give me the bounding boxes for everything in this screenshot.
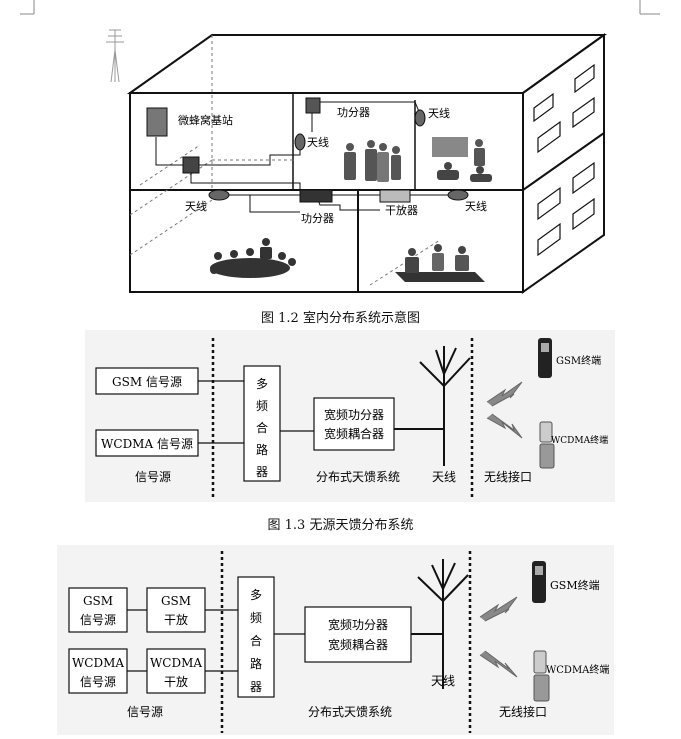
combiner-char: 器 xyxy=(250,680,262,694)
signal-bolt-icon xyxy=(479,650,518,678)
combiner-char: 路 xyxy=(250,656,262,671)
section-feeder-label: 分布式天馈系统 xyxy=(316,470,400,484)
antenna-lower-left xyxy=(208,189,230,201)
power-splitter-lower xyxy=(299,189,333,203)
wideband-splitter-box xyxy=(313,397,395,451)
wideband-splitter-box xyxy=(304,606,412,663)
splitter-line1: 宽频功分器 xyxy=(328,617,388,632)
section-wireless-label: 无线接口 xyxy=(484,469,532,484)
gsm-source-line2: 信号源 xyxy=(80,613,116,627)
combiner-text: 多 频 合 路 器 xyxy=(250,588,262,694)
antenna-label: 天线 xyxy=(431,674,455,688)
gsm-amp-line2: 干放 xyxy=(164,612,188,627)
passive-feeder-diagram: GSM 信号源 WCDMA 信号源 多 频 合 路 器 宽频功分器 宽频耦合器 … xyxy=(85,330,615,502)
label-power-splitter-lower: 功分器 xyxy=(301,212,334,225)
label-dry-amplifier: 干放器 xyxy=(385,203,418,217)
meeting-table-icon xyxy=(210,238,296,278)
power-splitter-top xyxy=(305,97,321,114)
wcdma-source-line2: 信号源 xyxy=(80,675,116,689)
signal-bolt-icon xyxy=(486,381,523,407)
building-diagram: 微蜂窝基站 功分器 天线 天线 天线 功分器 干放器 天线 xyxy=(106,29,608,294)
combiner-char: 合 xyxy=(256,420,268,435)
splitter-line1: 宽频功分器 xyxy=(324,407,384,422)
figure1-caption: 图 1.2 室内分布系统示意图 xyxy=(261,311,420,326)
dry-amplifier xyxy=(379,189,411,203)
gsm-terminal-label: GSM终端 xyxy=(556,354,601,367)
section-wireless-label: 无线接口 xyxy=(499,704,547,719)
combiner-text: 多 频 合 路 器 xyxy=(256,377,268,479)
combiner-char: 路 xyxy=(256,442,268,457)
label-antenna-lower-right: 天线 xyxy=(465,199,487,213)
label-antenna-top-right: 天线 xyxy=(428,106,450,120)
gsm-source-label: GSM 信号源 xyxy=(112,375,182,389)
multiband-combiner-box xyxy=(237,576,275,698)
combiner-char: 多 xyxy=(250,588,262,602)
splitter-line2: 宽频耦合器 xyxy=(328,637,388,652)
antenna-top-right xyxy=(414,109,426,127)
gsm-amp-line1: GSM xyxy=(161,594,191,608)
section-antenna-label: 天线 xyxy=(432,470,456,484)
label-base-station: 微蜂窝基站 xyxy=(178,113,233,127)
signal-bolt-icon xyxy=(479,596,518,622)
gsm-source-line1: GSM xyxy=(83,594,113,608)
wcdma-amplifier-box xyxy=(146,648,206,694)
coupler-box xyxy=(182,156,200,174)
antenna-top-middle xyxy=(294,133,306,151)
gsm-terminal-label: GSM终端 xyxy=(550,578,600,592)
gsm-source-box xyxy=(68,587,128,633)
combiner-char: 多 xyxy=(256,377,268,391)
wcdma-amp-line1: WCDMA xyxy=(150,656,202,670)
label-power-splitter-top: 功分器 xyxy=(337,106,370,119)
presentation-room-icon xyxy=(432,137,492,182)
wcdma-source-label: WCDMA 信号源 xyxy=(101,437,193,451)
wcdma-source-box xyxy=(68,648,128,694)
radio-tower-icon xyxy=(106,29,124,83)
label-antenna-lower-left: 天线 xyxy=(185,199,207,213)
wcdma-source-box xyxy=(95,429,199,457)
combiner-char: 合 xyxy=(250,633,262,648)
section-source-label: 信号源 xyxy=(135,470,171,484)
combiner-char: 器 xyxy=(256,465,268,479)
gsm-amplifier-box xyxy=(146,587,206,633)
office-people-icon xyxy=(344,140,401,182)
wcdma-source-line1: WCDMA xyxy=(72,656,124,670)
splitter-line2: 宽频耦合器 xyxy=(324,426,384,441)
section-source-label: 信号源 xyxy=(127,705,163,719)
wcdma-amp-line2: 干放 xyxy=(164,674,188,689)
crop-marks xyxy=(20,0,660,15)
wcdma-terminal-label: WCDMA终端 xyxy=(546,663,609,676)
active-feeder-diagram: GSM 信号源 GSM 干放 WCDMA 信号源 WCDMA 干放 多 频 合 … xyxy=(57,545,614,735)
gsm-source-box xyxy=(95,367,199,395)
antenna-lower-right xyxy=(447,189,469,201)
wcdma-terminal-label: WCDMA终端 xyxy=(551,434,608,446)
multiband-combiner-box xyxy=(243,365,281,482)
micro-cell-base-station xyxy=(146,107,168,137)
gsm-phone-icon xyxy=(532,561,546,603)
figure2-caption: 图 1.3 无源天馈分布系统 xyxy=(267,518,414,533)
antenna-icon xyxy=(417,559,469,689)
section-feeder-label: 分布式天馈系统 xyxy=(308,705,392,719)
combiner-char: 频 xyxy=(250,611,262,625)
gsm-phone-icon xyxy=(538,338,552,378)
label-antenna-top-middle: 天线 xyxy=(307,135,329,149)
discussion-room-icon xyxy=(395,244,485,282)
combiner-char: 频 xyxy=(256,399,268,413)
signal-bolt-icon xyxy=(486,413,523,439)
wcdma-phone-icon xyxy=(533,650,550,702)
wcdma-phone-icon xyxy=(539,421,555,469)
antenna-icon xyxy=(419,346,471,466)
